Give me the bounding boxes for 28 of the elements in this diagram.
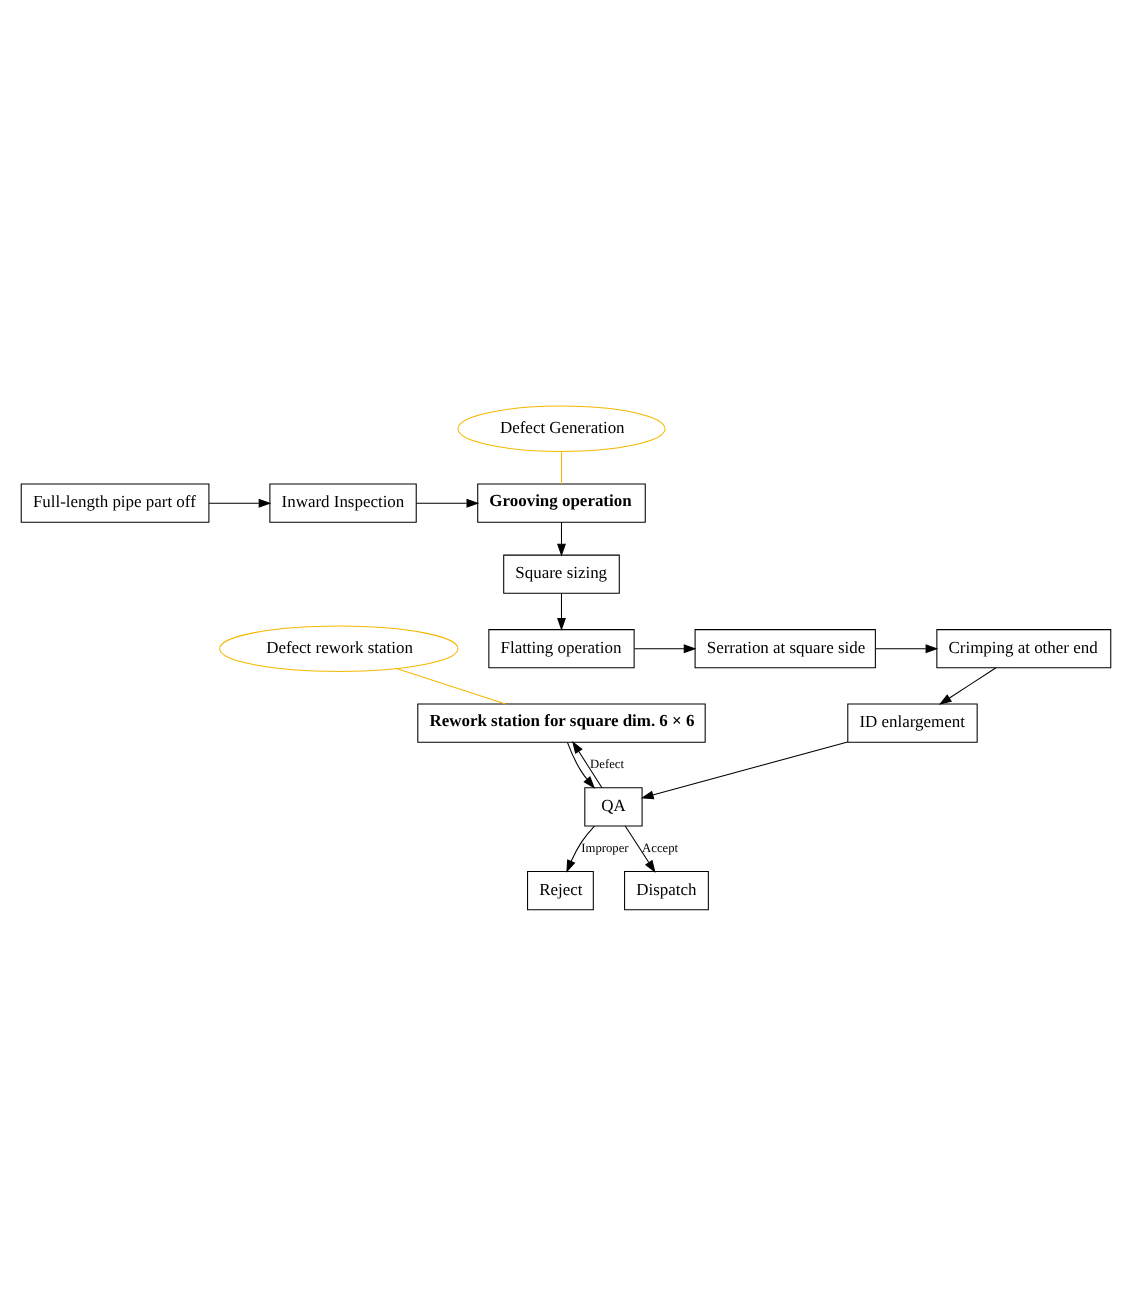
node-box: Rework station for square dim. 6 × 6 (417, 702, 706, 742)
arrow (557, 592, 566, 630)
node-box: Serration at square side (694, 628, 876, 668)
connector (395, 666, 507, 704)
node-box: Dispatch (624, 870, 709, 910)
node-ellipse: Defect Generation (457, 404, 666, 451)
node-ellipse: Defect rework station (219, 624, 459, 671)
node-box: Square sizing (503, 553, 620, 593)
connector (560, 449, 562, 484)
arrow (938, 666, 997, 704)
node-box: Inward Inspection (269, 482, 417, 522)
node-box: Reject (527, 870, 594, 910)
node-box: Grooving operation (477, 482, 646, 522)
arrow (633, 643, 697, 653)
arrow (640, 740, 849, 799)
arrow (415, 497, 480, 507)
arrow (572, 739, 603, 788)
arrow (875, 643, 939, 653)
node-box: Flatting operation (488, 628, 635, 668)
node-box: QA (584, 786, 643, 826)
arrow (557, 520, 566, 556)
arrow (624, 824, 656, 872)
arrow (566, 824, 595, 872)
node-box: ID enlargement (847, 702, 978, 742)
arrow (208, 497, 272, 507)
arrow (567, 741, 596, 788)
node-box: Crimping at other end (936, 628, 1112, 668)
node-box: Full-length pipe part off (20, 482, 210, 522)
